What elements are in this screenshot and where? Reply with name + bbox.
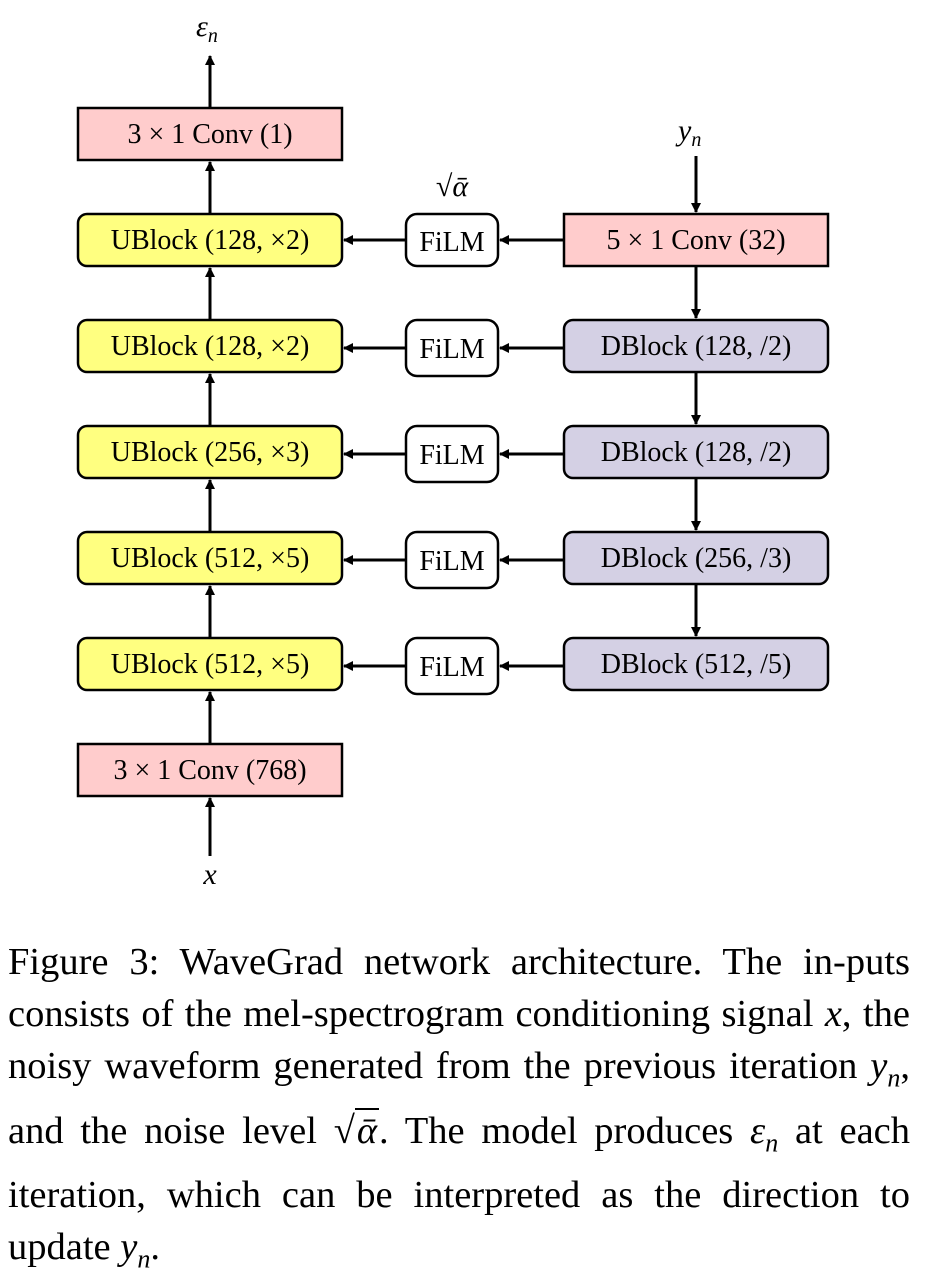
input-conv-block xyxy=(76,742,344,798)
dblock-4-label: DBlock (512, /5) xyxy=(601,649,792,680)
dblock-2: DBlock (128, /2) xyxy=(562,424,830,480)
conditioning-conv-block xyxy=(562,212,830,268)
ublock-3-label: UBlock (256, ×3) xyxy=(111,437,310,468)
film-5: FiLM xyxy=(404,636,500,696)
ublock-2-label: UBlock (128, ×2) xyxy=(111,331,310,362)
dblock-3-label: DBlock (256, /3) xyxy=(601,543,792,574)
sqrt-alpha-bar: √ᾱ xyxy=(333,1107,380,1152)
dblock-2-label: DBlock (128, /2) xyxy=(601,437,792,468)
figure-caption: Figure 3: WaveGrad network architecture.… xyxy=(8,941,911,1275)
output-conv-block xyxy=(76,106,344,162)
film-2: FiLM xyxy=(404,318,500,378)
output-label: εn xyxy=(196,10,218,47)
film-4: FiLM xyxy=(404,530,500,590)
noise-level-label: √ᾱ xyxy=(436,170,469,203)
input-y-label: yn xyxy=(675,114,701,151)
film-1: FiLM xyxy=(404,212,500,268)
ublock-5-label: UBlock (512, ×5) xyxy=(111,649,310,680)
ublock-1: UBlock (128, ×2) xyxy=(76,212,344,268)
film-5-label: FiLM xyxy=(419,652,484,683)
conditioning-conv-label: 5 × 1 Conv (32) xyxy=(606,225,785,256)
film-4-label: FiLM xyxy=(419,546,484,577)
caption-label: Figure 3: xyxy=(8,941,160,983)
ublock-1-label: UBlock (128, ×2) xyxy=(111,225,310,256)
wavegrad-architecture-diagram: εn 3 × 1 Conv (1) UBlock (128, ×2) UBloc… xyxy=(76,10,830,891)
input-x-label: x xyxy=(202,858,217,891)
dblock-1-label: DBlock (128, /2) xyxy=(601,331,792,362)
film-2-label: FiLM xyxy=(419,334,484,365)
ublock-3: UBlock (256, ×3) xyxy=(76,424,344,480)
ublock-4-label: UBlock (512, ×5) xyxy=(111,543,310,574)
output-conv-label: 3 × 1 Conv (1) xyxy=(127,119,292,150)
dblock-1: DBlock (128, /2) xyxy=(562,318,830,374)
ublock-2: UBlock (128, ×2) xyxy=(76,318,344,374)
film-3-label: FiLM xyxy=(419,440,484,471)
input-conv-label: 3 × 1 Conv (768) xyxy=(113,755,306,786)
dblock-3: DBlock (256, /3) xyxy=(562,530,830,586)
ublock-5: UBlock (512, ×5) xyxy=(76,636,344,692)
film-3: FiLM xyxy=(404,424,500,484)
dblock-4: DBlock (512, /5) xyxy=(562,636,830,692)
film-1-label: FiLM xyxy=(419,227,484,258)
ublock-4: UBlock (512, ×5) xyxy=(76,530,344,586)
